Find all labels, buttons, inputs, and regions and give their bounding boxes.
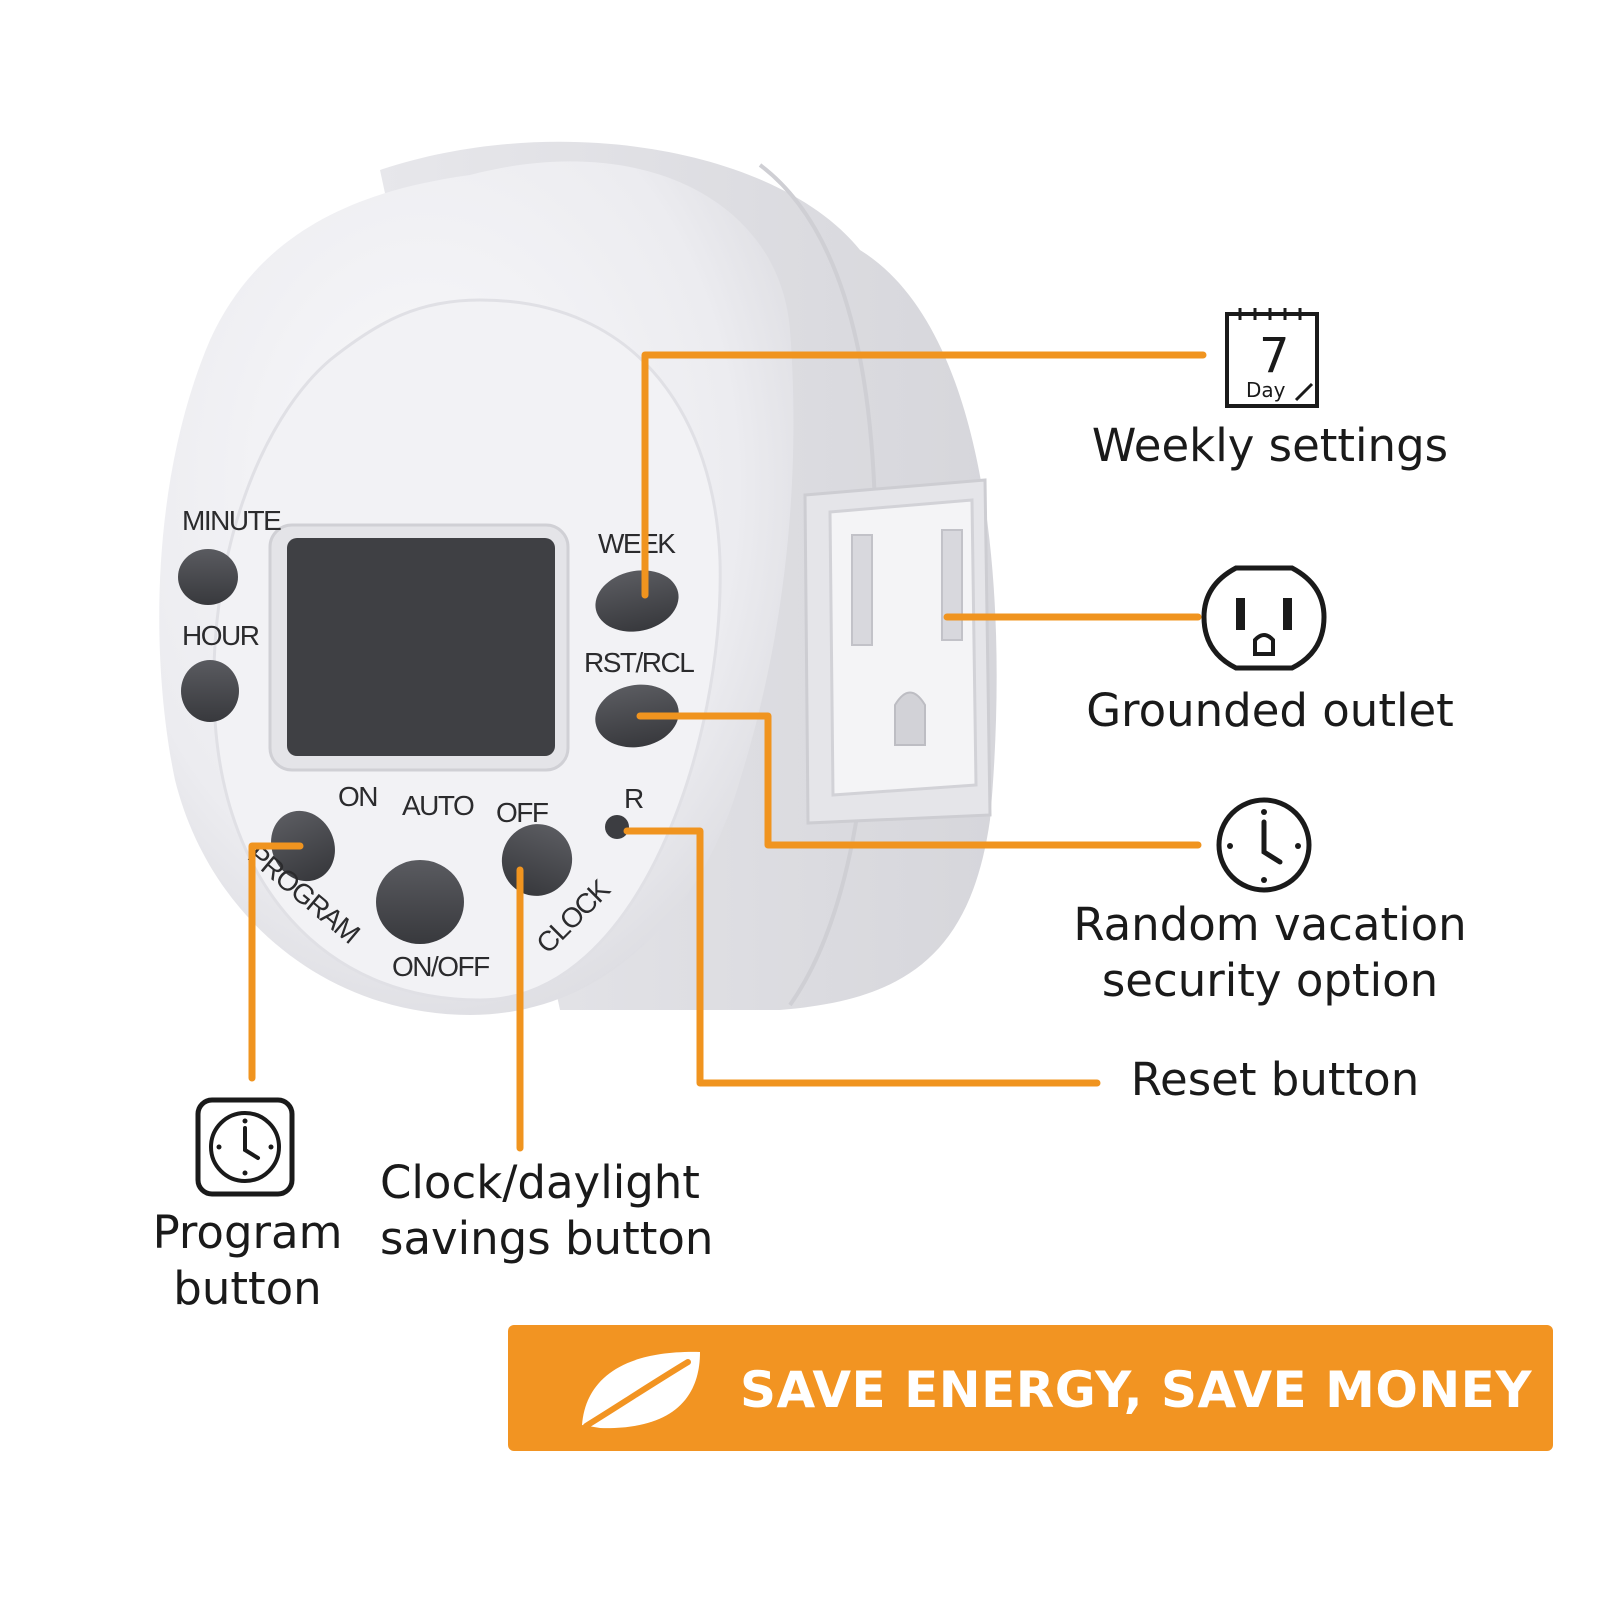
random-vacation-line2: security option bbox=[1101, 954, 1439, 1007]
leader-reset bbox=[623, 827, 1101, 1087]
side-outlet bbox=[803, 478, 992, 825]
random-vacation-line1: Random vacation bbox=[1073, 898, 1467, 951]
hour-button[interactable] bbox=[181, 660, 239, 722]
leader-random bbox=[636, 712, 1202, 849]
off-label: OFF bbox=[496, 797, 548, 828]
reset-label: R bbox=[624, 783, 643, 814]
clock-daylight-callout: Clock/daylight savings button bbox=[380, 1155, 740, 1267]
leader-weekly bbox=[641, 351, 1207, 599]
clock-daylight-line1: Clock/daylight bbox=[380, 1156, 700, 1209]
weekly-settings-text: Weekly settings bbox=[1091, 419, 1449, 472]
leaf-icon bbox=[582, 1351, 700, 1429]
clock-daylight-line2: savings button bbox=[380, 1212, 714, 1265]
banner-background bbox=[508, 1325, 1553, 1451]
calendar-number: 7 bbox=[1259, 328, 1290, 384]
reset-button[interactable] bbox=[605, 815, 629, 839]
reset-button-callout: Reset button bbox=[1115, 1052, 1435, 1108]
minute-button[interactable] bbox=[178, 549, 238, 605]
week-button[interactable] bbox=[590, 563, 685, 639]
outlet-slot-left bbox=[851, 534, 873, 646]
grounded-outlet-callout: Grounded outlet bbox=[1075, 683, 1465, 739]
week-label: WEEK bbox=[598, 528, 676, 559]
program-button-line1: Program bbox=[152, 1206, 343, 1259]
banner-text: SAVE ENERGY, SAVE MONEY bbox=[740, 1361, 1533, 1419]
on-label: ON bbox=[338, 781, 377, 812]
program-button-line2: button bbox=[173, 1262, 322, 1315]
weekly-settings-callout: Weekly settings bbox=[1080, 418, 1460, 474]
calendar-day-label: Day bbox=[1246, 378, 1286, 402]
rst-rcl-label: RST/RCL bbox=[584, 647, 694, 678]
minute-label: MINUTE bbox=[182, 505, 281, 536]
lcd-screen bbox=[287, 538, 555, 756]
auto-label: AUTO bbox=[402, 790, 474, 821]
outlet-icon bbox=[1201, 565, 1327, 671]
on-off-label: ON/OFF bbox=[392, 951, 489, 982]
on-off-button[interactable] bbox=[376, 860, 464, 944]
program-button-callout: Program button bbox=[140, 1205, 355, 1317]
leader-program bbox=[248, 842, 304, 1082]
calendar-7-day-icon: 7 Day bbox=[1225, 308, 1319, 408]
outlet-ground-hole bbox=[894, 691, 926, 746]
program-clock-icon bbox=[195, 1097, 295, 1197]
random-vacation-callout: Random vacation security option bbox=[1060, 897, 1480, 1009]
grounded-outlet-text: Grounded outlet bbox=[1086, 684, 1454, 737]
reset-button-text: Reset button bbox=[1130, 1053, 1420, 1106]
clock-icon bbox=[1216, 797, 1312, 893]
outlet-slot-right bbox=[941, 529, 963, 641]
hour-label: HOUR bbox=[182, 620, 259, 651]
